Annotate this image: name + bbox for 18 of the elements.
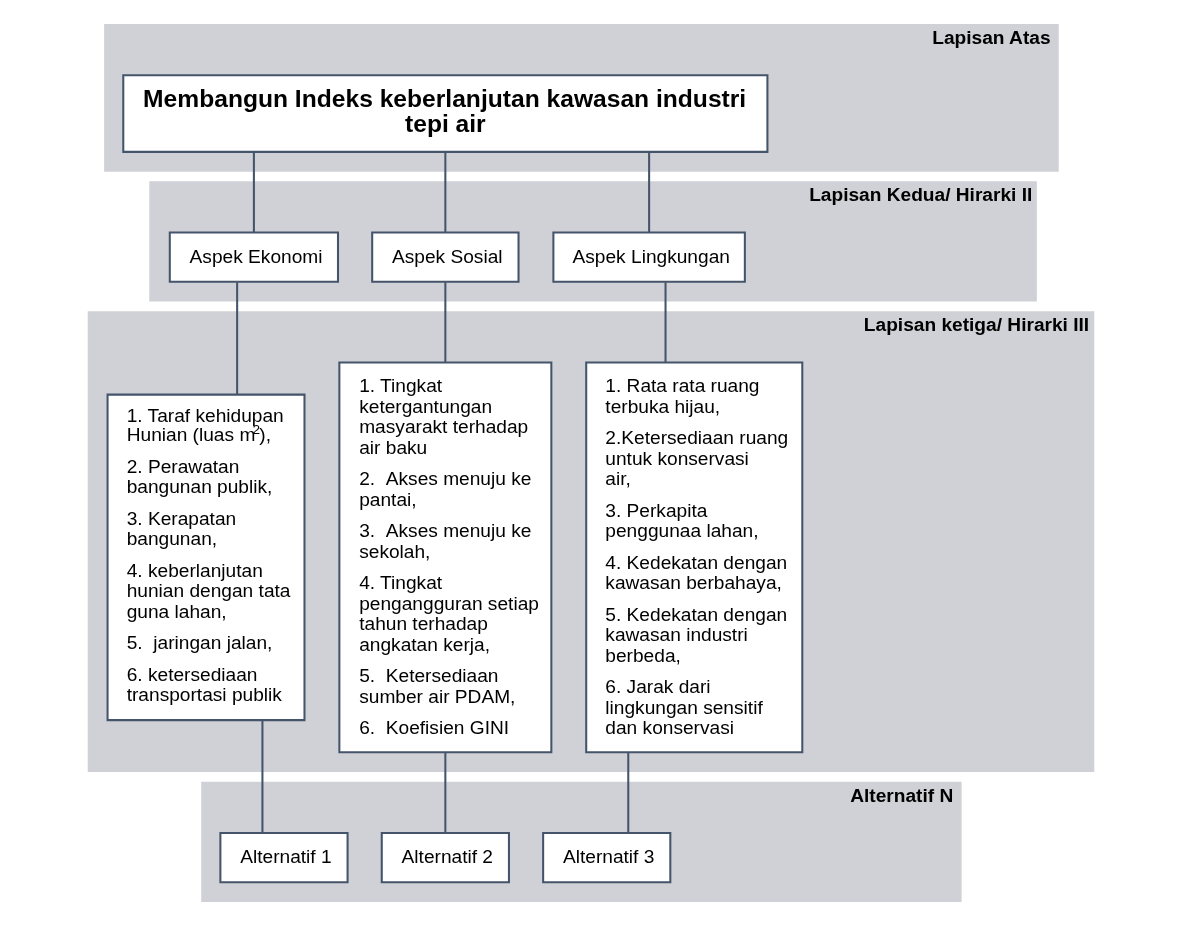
node-box: Aspek Lingkungan (552, 231, 746, 283)
node-box: Alternatif 3 (542, 831, 672, 884)
connector (444, 152, 447, 233)
node-box: Alternatif 1 (219, 831, 349, 884)
node-box: 1. Tingkat ketergantungan masyarakt terhadap air baku 2. Akses menuju ke pantai, 3. Akses menuju ke sekolah, 4. Tingkat pengangguran setiap tahun terhadap angkatan kerja, 5. Ketersediaan sumber air PDAM, 6. Koefisien GINI (338, 361, 553, 754)
connector (236, 282, 239, 395)
node-box: Alternatif 2 (380, 831, 510, 884)
connector (664, 282, 667, 363)
connector (627, 752, 630, 833)
connector (252, 152, 255, 233)
connector (648, 152, 651, 233)
node-box: Aspek Ekonomi (168, 231, 340, 283)
node-box: Membangun Indeks keberlanjutan kawasan industri tepi air (122, 74, 769, 153)
connector (261, 720, 264, 833)
node-box: Aspek Sosial (371, 231, 520, 283)
node-box: 1. Rata rata ruang terbuka hijau, 2.Ketersediaan ruang untuk konservasi air, 3. Perkapita penggunaa lahan, 4. Kedekatan dengan kawasan berbahaya, 5. Kedekatan dengan kawasan industri berbeda, 6. Jarak dari lingkungan sensitif dan konservasi (585, 361, 804, 754)
connector (444, 752, 447, 833)
connector (444, 282, 447, 363)
